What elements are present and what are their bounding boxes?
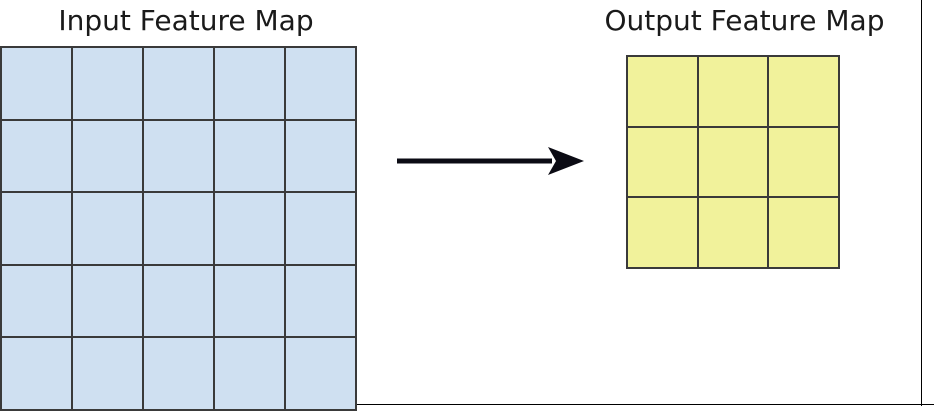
input-feature-map-grid — [0, 46, 357, 411]
output-cell — [769, 127, 838, 197]
output-cell — [628, 57, 697, 126]
output-cell — [769, 198, 838, 267]
input-cell — [2, 193, 71, 264]
input-cell — [73, 338, 142, 409]
input-cell — [286, 338, 355, 409]
input-cell — [215, 48, 284, 119]
output-cell — [698, 57, 768, 126]
input-cell — [215, 338, 284, 409]
input-cell — [144, 193, 213, 264]
input-cell — [73, 265, 142, 337]
right-arrow-icon — [397, 147, 584, 175]
output-feature-map-grid — [626, 55, 840, 269]
input-cell — [286, 193, 355, 264]
input-cell — [73, 120, 142, 192]
input-cell — [286, 48, 355, 119]
canvas-right-border — [921, 0, 922, 406]
input-cell — [144, 265, 213, 337]
input-cell — [2, 338, 71, 409]
input-cell — [73, 193, 142, 264]
output-feature-map-title: Output Feature Map — [604, 4, 885, 37]
input-cell — [144, 338, 213, 409]
input-cell — [144, 48, 213, 119]
input-cell — [215, 120, 284, 192]
input-cell — [2, 120, 71, 192]
input-cell — [144, 120, 213, 192]
output-cell — [698, 198, 768, 267]
output-cell — [628, 198, 697, 267]
output-cell — [628, 127, 697, 197]
output-cell — [698, 127, 768, 197]
input-cell — [73, 48, 142, 119]
input-cell — [215, 265, 284, 337]
input-cell — [286, 265, 355, 337]
output-cell — [769, 57, 838, 126]
input-cell — [286, 120, 355, 192]
input-feature-map-title: Input Feature Map — [58, 4, 314, 37]
input-cell — [215, 193, 284, 264]
input-cell — [2, 265, 71, 337]
input-cell — [2, 48, 71, 119]
canvas-bottom-border — [0, 404, 934, 405]
